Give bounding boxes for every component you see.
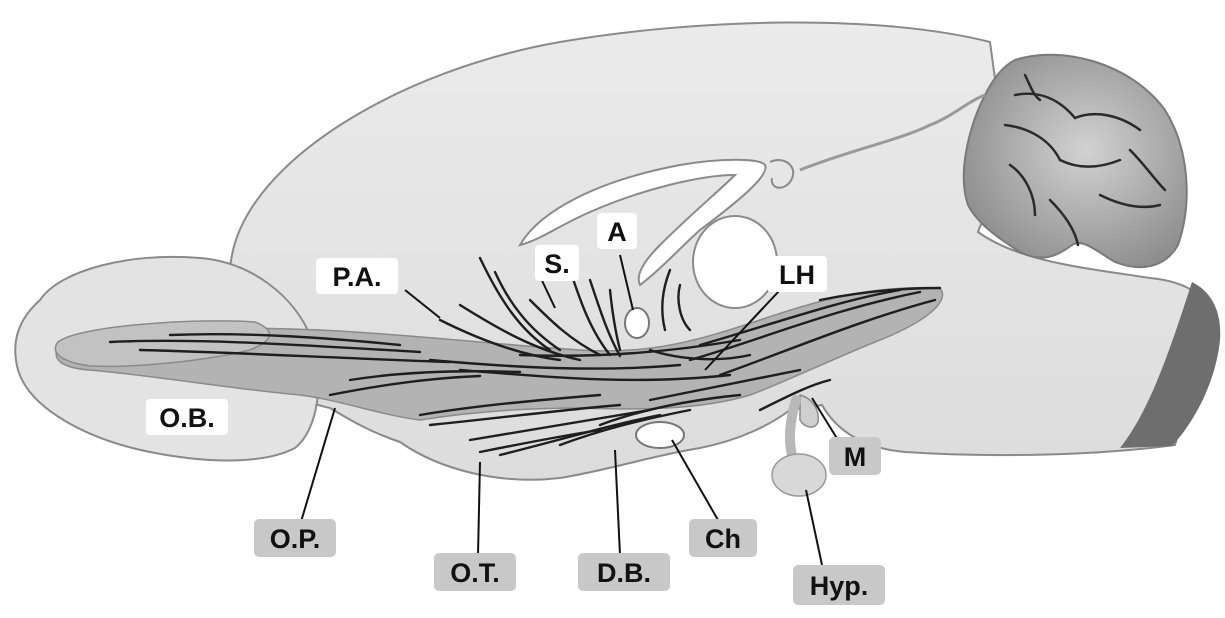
label-hyp: Hyp.: [793, 565, 885, 605]
label-ob: O.B.: [146, 399, 228, 435]
label-s: S.: [535, 245, 579, 281]
label-ob-text: O.B.: [159, 403, 215, 433]
label-op: O.P.: [254, 519, 336, 557]
label-ot: O.T.: [434, 553, 516, 591]
label-db: D.B.: [578, 553, 670, 591]
label-lh-text: LH: [779, 260, 815, 290]
label-a-text: A: [607, 217, 627, 247]
label-m: M: [829, 437, 881, 475]
pituitary-stalk: [790, 400, 796, 455]
hypophysis: [772, 454, 826, 496]
label-ot-text: O.T.: [450, 558, 500, 588]
label-a: A: [597, 213, 637, 249]
label-db-text: D.B.: [597, 558, 651, 588]
label-lh: LH: [767, 256, 827, 292]
thalamic-hole: [693, 216, 777, 308]
optic-chiasm: [636, 422, 684, 448]
label-op-text: O.P.: [270, 524, 321, 554]
anterior-commissure: [625, 308, 649, 338]
label-m-text: M: [844, 442, 867, 472]
label-ch-text: Ch: [705, 524, 741, 554]
label-pa: P.A.: [316, 258, 398, 294]
label-hyp-text: Hyp.: [810, 571, 869, 601]
label-s-text: S.: [544, 249, 570, 279]
label-ch: Ch: [689, 519, 757, 557]
label-pa-text: P.A.: [332, 262, 381, 292]
